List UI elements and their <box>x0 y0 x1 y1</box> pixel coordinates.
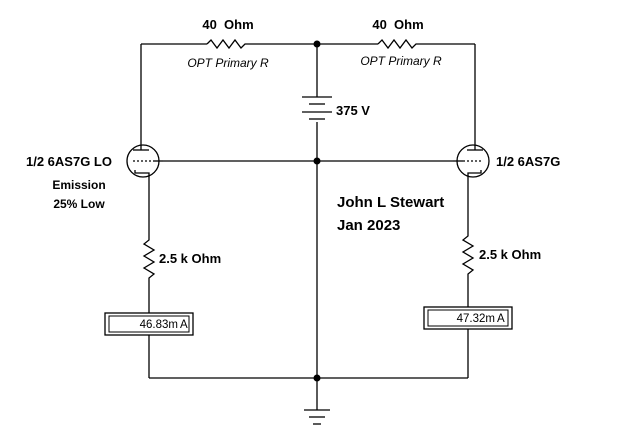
author-name: John L Stewart <box>337 194 444 211</box>
ground-symbol <box>304 409 330 425</box>
ammeter-left: 46.83m A <box>104 312 194 336</box>
tube-left-label: 1/2 6AS7G LO <box>26 154 112 169</box>
junction-dot-bottom <box>313 374 321 382</box>
ammeter-left-reading: 46.83m <box>140 319 178 331</box>
tube-left-note-line2: 25% Low <box>53 197 105 211</box>
resistor-opt-right <box>377 38 420 50</box>
vacuum-tube-right <box>453 140 490 178</box>
battery-voltage-label: 375 V <box>336 103 370 118</box>
resistor-opt-left-value: 40 Ohm <box>202 17 253 32</box>
vacuum-tube-left <box>126 140 163 178</box>
resistor-cathode-left <box>142 236 156 282</box>
resistor-opt-left <box>206 38 249 50</box>
battery-symbol <box>302 96 332 120</box>
ammeter-left-unit: A <box>180 319 188 331</box>
resistor-opt-right-value: 40 Ohm <box>372 17 423 32</box>
ammeter-right: 47.32m A <box>423 306 513 330</box>
tube-left-note-line1: Emission <box>52 178 105 192</box>
resistor-cathode-right-value: 2.5 k Ohm <box>479 247 541 262</box>
author-date: Jan 2023 <box>337 217 400 234</box>
junction-dot-top <box>313 40 321 48</box>
resistor-opt-left-caption: OPT Primary R <box>187 56 269 70</box>
resistor-cathode-right <box>461 232 475 278</box>
ammeter-right-unit: A <box>497 313 505 325</box>
resistor-opt-right-caption: OPT Primary R <box>360 54 442 68</box>
ammeter-right-reading: 47.32m <box>457 313 495 325</box>
tube-right-label: 1/2 6AS7G <box>496 154 560 169</box>
resistor-cathode-left-value: 2.5 k Ohm <box>159 251 221 266</box>
junction-dot-middle <box>313 157 321 165</box>
wires <box>140 43 476 410</box>
